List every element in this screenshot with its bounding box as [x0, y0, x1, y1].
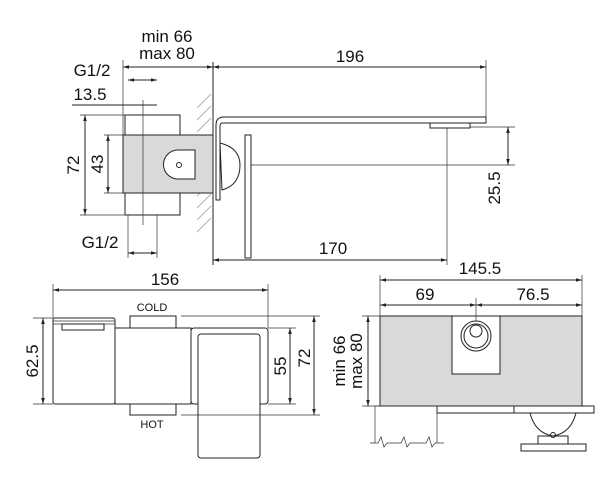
hot-inlet [129, 403, 177, 416]
spout-drop-label: 25.5 [485, 171, 504, 204]
left-offset-label: 69 [416, 285, 435, 304]
cold-inlet [129, 315, 177, 329]
inlet-offset-label: 13.5 [73, 85, 106, 104]
depth-max-label: max 80 [139, 44, 195, 63]
depth-min-label: min 66 [141, 27, 192, 46]
cold-label: COLD [137, 302, 168, 314]
total-width-label: 156 [151, 270, 179, 289]
cartridge [163, 149, 196, 180]
spout [215, 116, 487, 201]
body-height-front-label: 72 [295, 349, 314, 368]
break-line [370, 436, 444, 448]
spout-front [52, 317, 116, 405]
aerator [429, 122, 471, 129]
spout-projection-label: 196 [336, 47, 364, 66]
depth-min-top-label: min 66 [330, 335, 349, 386]
lever-front [197, 333, 261, 459]
inlet-spacing-label: 43 [88, 155, 107, 174]
front-view: 156 COLD HOT 62.5 55 72 [23, 270, 320, 459]
cover-plate [244, 134, 252, 259]
plate-to-outlet-label: 170 [319, 239, 347, 258]
right-offset-label: 76.5 [516, 285, 549, 304]
body-front [114, 327, 192, 405]
depth-max-top-label: max 80 [347, 333, 366, 389]
lever-knob [219, 142, 241, 191]
inlet-bottom-label: G1/2 [82, 233, 119, 252]
plate-top [513, 405, 595, 414]
body-height-label: 72 [64, 156, 83, 175]
aerator-front [61, 323, 105, 331]
spout-height-label: 62.5 [23, 344, 42, 377]
plate-height-label: 55 [271, 357, 290, 376]
total-width-top-label: 145.5 [459, 259, 502, 278]
wall-hatch [196, 93, 212, 233]
inlet-top-label: G1/2 [74, 61, 111, 80]
hot-label: HOT [140, 419, 164, 431]
top-view: 145.5 69 76.5 min 66 max 80 [330, 259, 595, 452]
side-view: min 66 max 80 196 G1/2 13.5 72 43 25.5 1… [64, 27, 515, 265]
